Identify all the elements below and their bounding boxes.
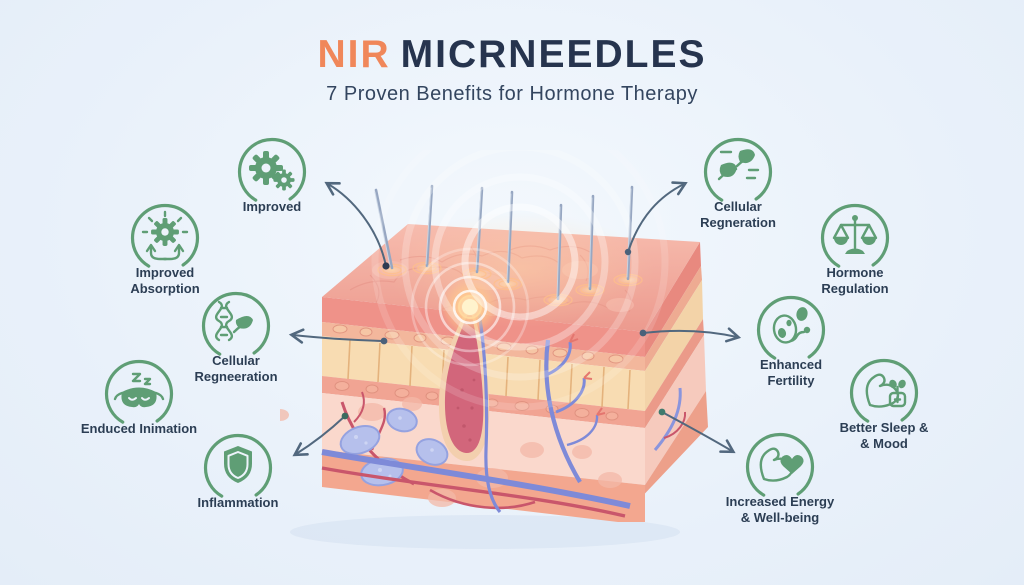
benefit-inflammation: Inflammation: [163, 428, 313, 511]
benefit-label: Cellular Regneration: [700, 199, 776, 231]
fertility-icon: [772, 307, 811, 344]
benefit-cellular-regneeration: Cellular Regneeration: [161, 286, 311, 386]
benefit-label: Better Sleep & & Mood: [839, 420, 929, 452]
benefit-label: Enduced Inimation: [80, 421, 198, 436]
absorption-gear-icon: [141, 210, 189, 261]
benefit-label: Improved Absorption: [130, 265, 200, 297]
title-main: MICRNEEDLES: [400, 33, 707, 76]
benefit-label: Inflammation: [197, 495, 279, 510]
benefit-better-sleep-mood: Better Sleep & & Mood: [809, 353, 959, 453]
benefit-label: Improved: [242, 199, 302, 214]
benefit-label: Increased Energy & Well-being: [725, 494, 835, 526]
arm-heart-icon: [759, 447, 804, 482]
dna-leaf-icon: [215, 300, 253, 342]
page-subtitle: 7 Proven Benefits for Hormone Therapy: [326, 82, 698, 105]
benefit-improved: Improved: [197, 132, 347, 215]
scales-icon: [832, 215, 878, 254]
nir-wave-rings: [371, 150, 669, 411]
benefit-improved-absorption: Improved Absorption: [90, 198, 240, 298]
leaves-lines-icon: [717, 149, 760, 181]
arm-plant-icon: [865, 373, 907, 408]
title-accent: NIR: [317, 33, 391, 76]
benefit-label: Hormone Regulation: [821, 265, 889, 297]
benefit-label: Enhanced Fertility: [759, 357, 823, 389]
benefit-cellular-regneration: Cellular Regneration: [663, 132, 813, 232]
benefit-enhanced-fertility: Enhanced Fertility: [716, 290, 866, 390]
shield-icon: [224, 446, 252, 483]
benefit-hormone-regulation: Hormone Regulation: [780, 198, 930, 298]
benefit-enduced-inimation: Enduced Inimation: [64, 354, 214, 437]
microneedles: [374, 184, 634, 301]
benefit-label: Cellular Regneeration: [194, 353, 278, 385]
sleep-mask-icon: [113, 372, 165, 408]
benefit-increased-energy: Increased Energy & Well-being: [705, 427, 855, 527]
gears-icon: [249, 151, 295, 191]
